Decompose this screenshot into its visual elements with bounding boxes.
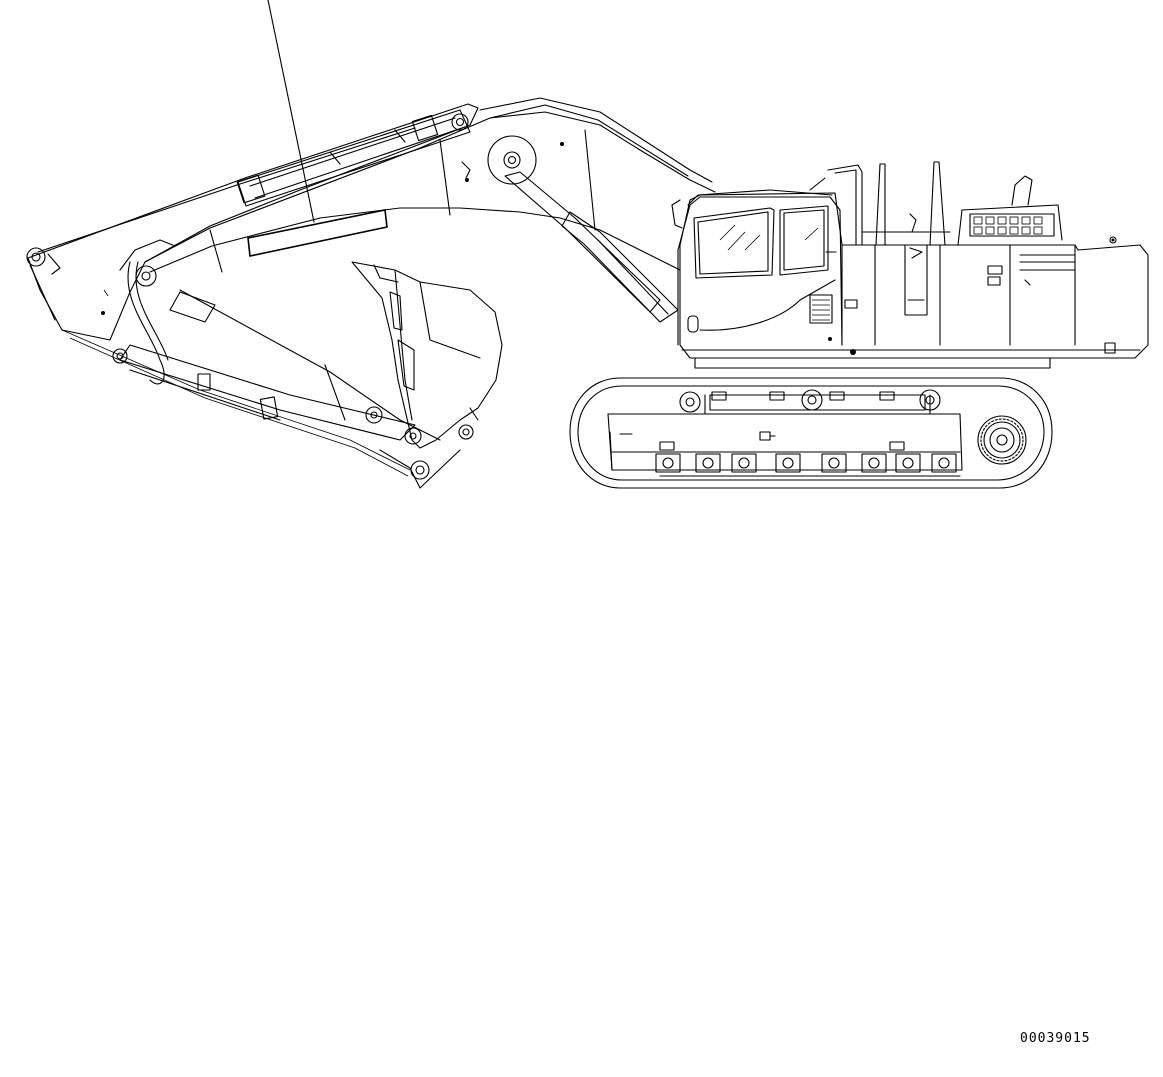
engine-hood xyxy=(957,175,1117,246)
track-frame xyxy=(569,377,1053,489)
upper-structure xyxy=(679,192,1149,369)
bucket xyxy=(351,261,503,489)
operator-cab xyxy=(671,189,843,346)
boom-plate-callout xyxy=(247,209,388,257)
arm xyxy=(26,103,479,477)
arm-cylinder xyxy=(236,109,471,207)
sprocket xyxy=(977,415,1027,465)
boom xyxy=(144,97,716,273)
track-rollers xyxy=(655,453,961,477)
boom-cylinder xyxy=(504,171,679,323)
callout-leader-line xyxy=(267,0,315,223)
part-code-label: 00039015 xyxy=(1020,1031,1091,1046)
handrails xyxy=(809,161,951,246)
carrier-rollers xyxy=(679,389,941,413)
bucket-cylinder xyxy=(119,239,441,441)
